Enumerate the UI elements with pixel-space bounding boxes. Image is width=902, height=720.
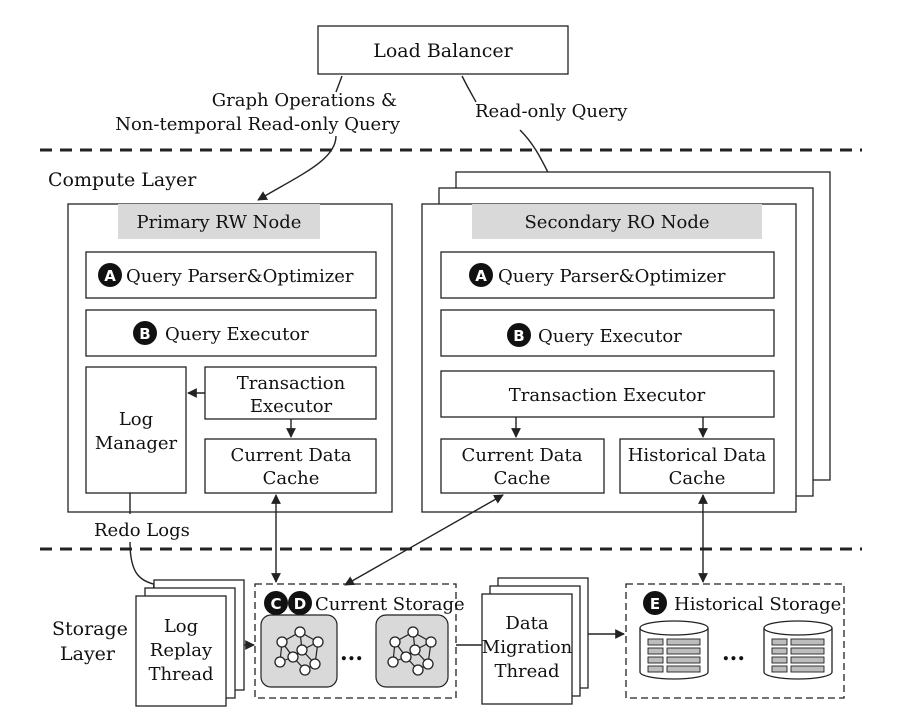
primary-executor-label: Query Executor: [165, 324, 309, 345]
graph-ops-label-1: Graph Operations &: [212, 90, 397, 111]
primary-parser-box: [85, 251, 377, 299]
badge-a-secondary-label: A: [475, 267, 487, 285]
storage-layer-label-1: Storage: [52, 618, 128, 640]
current-storage-ellipsis: ...: [340, 640, 363, 666]
migration-label-2: Migration: [482, 637, 573, 658]
badge-b-secondary-label: B: [513, 327, 524, 345]
data-migration-thread-box: [481, 593, 573, 705]
secondary-current-cache-box: [440, 438, 605, 494]
secondary-executor-label: Query Executor: [538, 326, 682, 347]
badge-e: [643, 591, 667, 615]
badge-d: [288, 591, 312, 615]
badge-d-label: D: [294, 595, 306, 613]
historical-storage-label: Historical Storage: [674, 594, 841, 615]
primary-parser-label: Query Parser&Optimizer: [126, 266, 354, 287]
badge-e-label: E: [650, 595, 660, 613]
badge-c-label: C: [270, 595, 281, 613]
badge-b-primary-label: B: [139, 325, 150, 343]
secondary-current-cache-label-1: Current Data: [462, 445, 583, 466]
redo-logs-label: Redo Logs: [94, 520, 190, 541]
primary-txn-label-2: Executor: [250, 396, 333, 417]
secondary-executor-box: [440, 309, 775, 357]
badge-a-primary-label: A: [104, 267, 116, 285]
read-only-query-label: Read-only Query: [475, 101, 628, 122]
migration-label-1: Data: [505, 613, 548, 634]
database-icon-2: [763, 620, 833, 680]
historical-cache-box: [619, 438, 775, 494]
log-replay-label-2: Replay: [150, 640, 213, 661]
secondary-txn-label: Transaction Executor: [509, 385, 706, 406]
current-storage-label: Current Storage: [315, 594, 465, 615]
secondary-txn-box: [440, 370, 775, 418]
log-replay-label-3: Thread: [148, 664, 213, 685]
log-manager-label-2: Manager: [95, 433, 178, 454]
database-icon-1: [639, 620, 709, 680]
badge-a-secondary: [469, 263, 493, 287]
primary-cache-box: [204, 438, 377, 494]
primary-txn-box: [204, 366, 377, 420]
arrow-lb-to-primary: [258, 75, 343, 200]
primary-node-title: Primary RW Node: [137, 212, 302, 233]
primary-cache-label-1: Current Data: [231, 445, 352, 466]
load-balancer-label: Load Balancer: [373, 40, 513, 62]
primary-cache-label-2: Cache: [263, 468, 320, 489]
primary-txn-label-1: Transaction: [237, 373, 346, 394]
badge-b-primary: [133, 321, 157, 345]
historical-cache-label-1: Historical Data: [628, 445, 767, 466]
migration-label-3: Thread: [494, 661, 559, 682]
historical-storage-ellipsis: ...: [722, 640, 745, 666]
secondary-parser-box: [440, 251, 775, 299]
log-manager-box: [85, 366, 187, 494]
secondary-current-cache-label-2: Cache: [494, 468, 551, 489]
arrow-secondary-cache-current-storage: [344, 494, 504, 586]
load-balancer-box: [317, 25, 569, 75]
compute-layer-label: Compute Layer: [48, 169, 197, 191]
secondary-node-header: [472, 204, 762, 239]
secondary-node-title: Secondary RO Node: [524, 212, 709, 233]
badge-a-primary: [98, 263, 122, 287]
log-replay-label-1: Log: [164, 616, 198, 637]
graph-ops-label-2: Non-temporal Read-only Query: [115, 114, 401, 135]
log-manager-label-1: Log: [119, 409, 153, 430]
historical-storage-box: [625, 583, 845, 699]
secondary-parser-label: Query Parser&Optimizer: [498, 266, 726, 287]
storage-layer-label-2: Layer: [60, 643, 116, 665]
historical-cache-label-2: Cache: [669, 468, 726, 489]
log-replay-thread-box: [135, 595, 227, 707]
badge-b-secondary: [507, 323, 531, 347]
primary-node-header: [118, 204, 320, 239]
badge-c: [264, 591, 288, 615]
